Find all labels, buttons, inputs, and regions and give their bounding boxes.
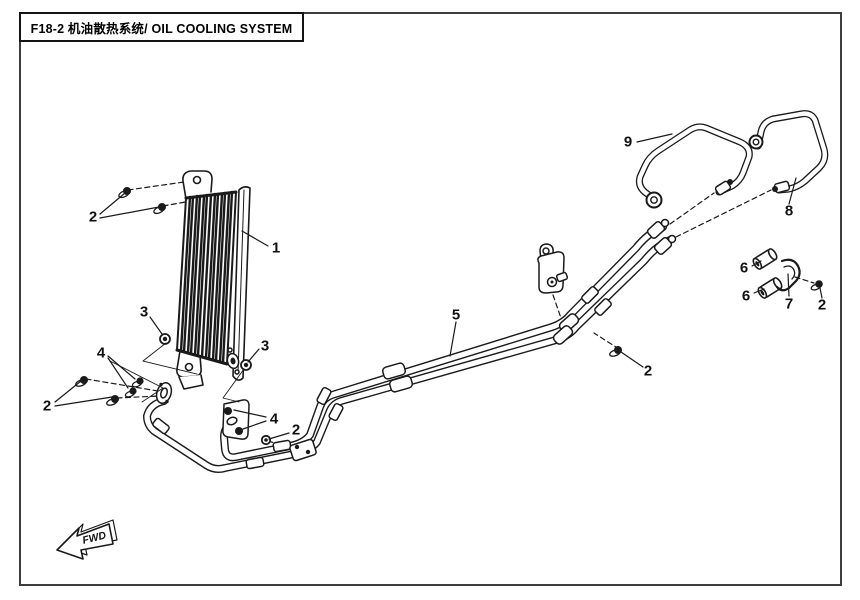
hose-clamp-riser [552,313,580,345]
hose-mount-block [289,438,317,462]
page-title: F18-2 机油散热系统/ OIL COOLING SYSTEM [30,21,293,36]
bolt-2-right [810,280,823,291]
fwd-arrow: FWD [56,519,118,560]
bolt-4-b [124,387,137,398]
banjo-eye-9 [645,191,663,209]
bolt-2-top-b [153,203,166,215]
fwd-arrow-label: FWD [81,529,108,547]
banjo-eye-8 [748,134,764,150]
inlet-flange [155,382,173,404]
nut-3-left [159,333,171,345]
flange-nuts [159,333,272,446]
crimp-collars [152,286,612,470]
side-plate [232,186,251,381]
title-box: F18-2 机油散热系统/ OIL COOLING SYSTEM [19,12,304,42]
oil-cooler-fins [179,190,234,365]
bolt-4-right-b [235,427,243,435]
outlet-port [226,347,240,375]
oil-cooler-core [175,190,238,366]
hose-clamp-mid [381,362,414,393]
rubber-bushing-lower [757,277,783,299]
bolt-2-mid [609,346,622,357]
bolt-4-a [131,377,144,388]
oil-pipe-9 [635,123,753,209]
oil-cooler [175,170,251,390]
bolt-2-bottom-b [106,395,119,406]
pipe-clamp-7 [775,258,801,292]
nut-2-right [260,434,272,446]
hose-end-fittings [646,218,677,255]
bolt-2-bottom-a [75,376,88,387]
oil-pipe-8 [748,110,829,194]
mid-bracket [537,243,569,294]
pipe-fitting-8 [772,180,791,194]
nut-3-right [240,359,252,371]
hose-rear [220,223,667,462]
pipe-fitting-9 [714,179,733,196]
mounting-bracket-bottom [176,350,204,390]
diagram-frame [19,12,842,586]
bolt-4-right-a [224,407,232,415]
mounting-bracket-top [182,170,213,200]
callout-leader-lines [54,133,823,440]
rubber-bushing-upper [752,248,778,270]
